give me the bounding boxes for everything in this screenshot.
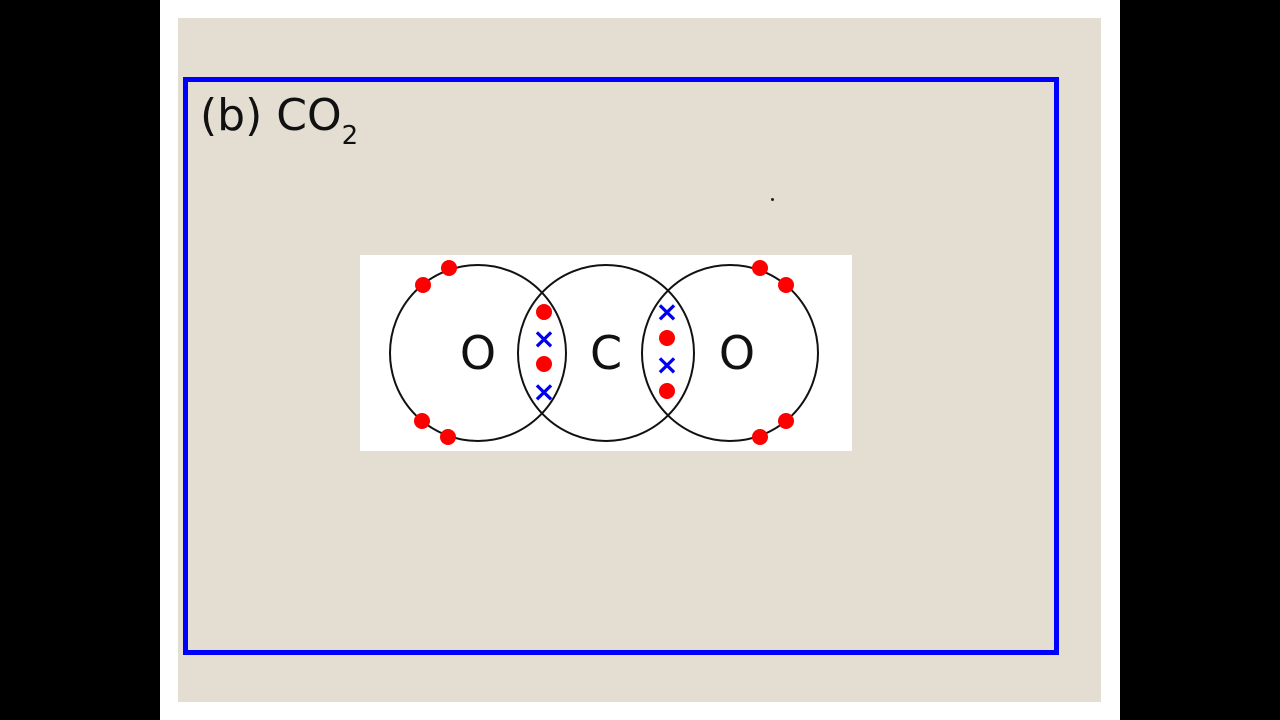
electron-dot xyxy=(752,260,768,276)
electron-cross: × xyxy=(655,295,678,328)
electron-dot xyxy=(536,304,552,320)
electron-dot xyxy=(752,429,768,445)
electron-cross: × xyxy=(655,348,678,381)
stray-mark xyxy=(771,198,774,201)
electron-dot xyxy=(659,383,675,399)
slide-title-main: (b) CO xyxy=(200,90,342,141)
electron-dot xyxy=(415,277,431,293)
oxygen-left-shell xyxy=(389,264,567,442)
electron-dot xyxy=(778,413,794,429)
electron-dot xyxy=(440,429,456,445)
slide-title: (b) CO2 xyxy=(200,86,358,152)
slide-title-subscript: 2 xyxy=(341,121,359,151)
electron-dot xyxy=(659,330,675,346)
electron-dot xyxy=(778,277,794,293)
electron-dot xyxy=(441,260,457,276)
dot-cross-svg: O C O × × × × xyxy=(389,260,819,445)
atom-label-carbon: C xyxy=(590,326,622,380)
electron-cross: × xyxy=(532,375,555,408)
dot-cross-diagram: O C O × × × × xyxy=(360,255,852,451)
oxygen-right-shell xyxy=(641,264,819,442)
electron-dot xyxy=(414,413,430,429)
atom-label-oxygen-left: O xyxy=(460,326,496,380)
electron-cross: × xyxy=(532,322,555,355)
atom-label-oxygen-right: O xyxy=(719,326,755,380)
slide-border xyxy=(183,77,1059,655)
carbon-shell xyxy=(517,264,695,442)
electron-dot xyxy=(536,356,552,372)
